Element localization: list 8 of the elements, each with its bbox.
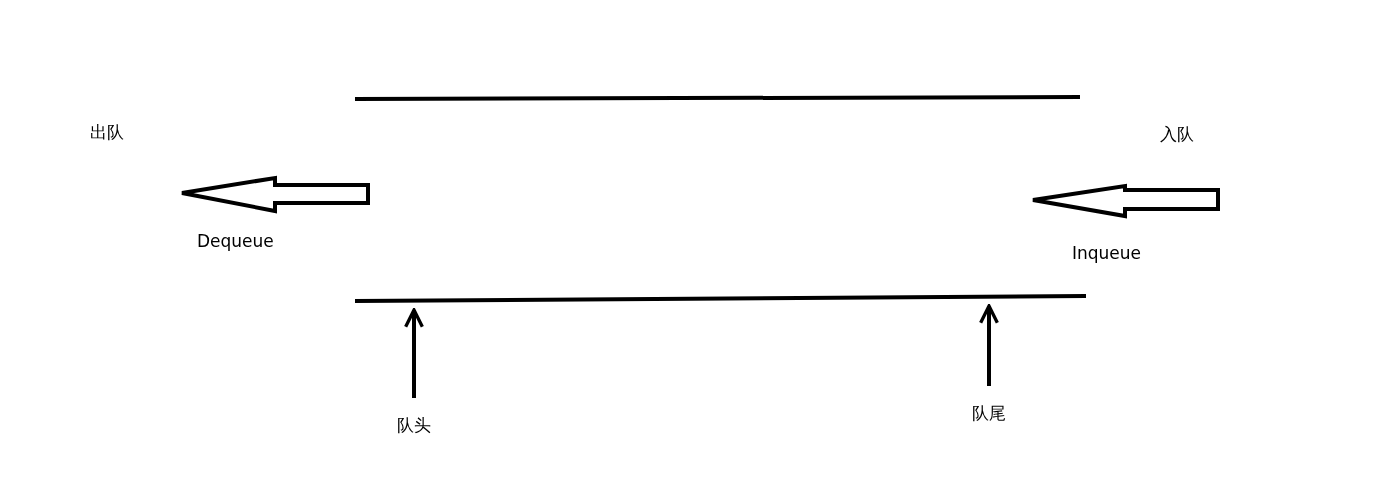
label-text: Dequeue [197,231,274,251]
pointer-label: 队头 [397,398,431,437]
label-text: 出队 [90,121,124,144]
arrow [979,304,999,386]
label-text: 入队 [1160,123,1194,146]
arrow [404,308,424,398]
pointer-label: 队尾 [972,386,1006,425]
label-text: Inqueue [1072,243,1142,263]
